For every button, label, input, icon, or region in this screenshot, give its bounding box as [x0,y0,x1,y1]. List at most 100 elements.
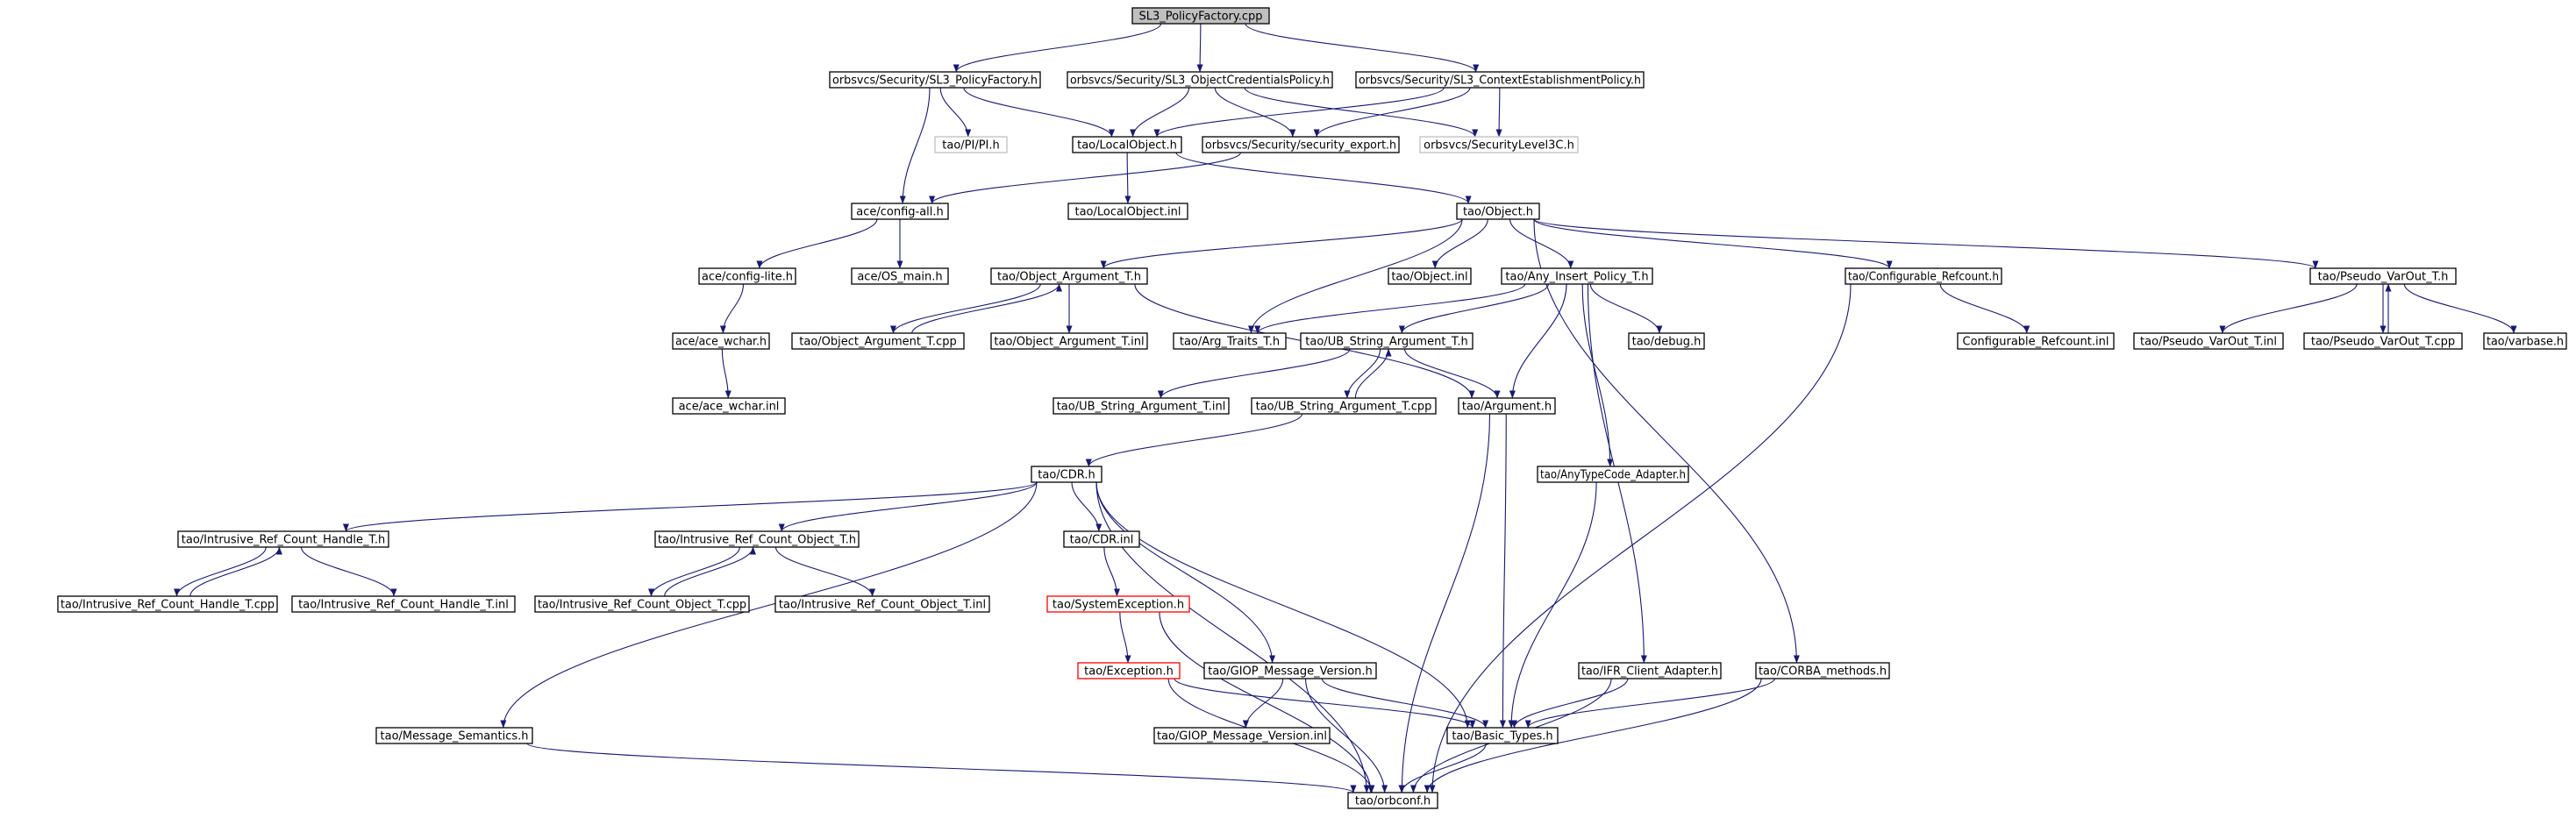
edge-ocp_h-to-localobj_h [1130,87,1190,138]
node-os-main[interactable]: ace/OS_main.h [851,267,949,285]
edge-ubstr_cpp-to-ubstr_h [1354,348,1392,399]
node-irco-inl[interactable]: tao/Intrusive_Ref_Count_Object_T.inl [774,595,990,613]
node-irch-cpp[interactable]: tao/Intrusive_Ref_Count_Handle_T.cpp [57,595,278,613]
node-pvo-inl[interactable]: tao/Pseudo_VarOut_T.inl [2133,332,2284,350]
edge-irco_h-to-irco_cpp [648,546,740,597]
node-objarg-inl[interactable]: tao/Object_Argument_T.inl [990,332,1148,350]
node-pf-h[interactable]: orbsvcs/Security/SL3_PolicyFactory.h [829,71,1041,89]
edge-ifr-to-basic [1510,678,1629,729]
node-label: tao/Intrusive_Ref_Count_Object_T.cpp [538,599,746,612]
node-ubstr-cpp[interactable]: tao/UB_String_Argument_T.cpp [1251,397,1437,415]
edge-confref_h-to-confref_inl [1939,283,2030,334]
node-argtraits[interactable]: tao/Arg_Traits_T.h [1173,332,1287,350]
node-box [654,530,860,548]
node-box [1628,332,1705,350]
node-anytc[interactable]: tao/AnyTypeCode_Adapter.h [1537,466,1689,483]
edge-pf_h-to-config_all [899,87,931,204]
node-box [1203,662,1377,679]
node-label: tao/AnyTypeCode_Adapter.h [1540,469,1686,482]
node-irch-h[interactable]: tao/Intrusive_Ref_Count_Handle_T.h [177,530,389,548]
node-ace-wchar-inl[interactable]: ace/ace_wchar.inl [672,397,786,415]
node-ubstr-h[interactable]: tao/UB_String_Argument_T.h [1300,332,1474,350]
node-label: tao/Intrusive_Ref_Count_Handle_T.cpp [61,599,275,612]
edge-config_lite-to-ace_wchar [719,283,745,334]
node-giop-h[interactable]: tao/GIOP_Message_Version.h [1203,662,1377,679]
node-debug-h[interactable]: tao/debug.h [1628,332,1705,350]
node-pvo-h[interactable]: tao/Pseudo_VarOut_T.h [2309,267,2457,285]
node-corba-m[interactable]: tao/CORBA_methods.h [1755,662,1890,679]
node-config-lite[interactable]: ace/config-lite.h [698,267,796,285]
node-objarg-h[interactable]: tao/Object_Argument_T.h [990,267,1148,285]
node-box [1202,136,1400,153]
edge-irch_cpp-to-irch_h [189,546,282,597]
edge-objarg_cpp-to-objarg_h [911,283,1062,334]
node-box [1173,332,1287,350]
node-localobj-h[interactable]: tao/LocalObject.h [1072,136,1182,153]
edge-root-to-pf_h [953,23,1162,73]
node-label: tao/Argument.h [1462,401,1552,414]
node-box [698,267,796,285]
node-confref-h[interactable]: tao/Configurable_Refcount.h [1845,267,2002,285]
node-seclevel-h[interactable]: orbsvcs/SecurityLevel3C.h [1419,136,1579,153]
node-irco-h[interactable]: tao/Intrusive_Ref_Count_Object_T.h [654,530,860,548]
node-box [291,595,516,613]
node-label: tao/varbase.h [2487,336,2564,349]
node-ubstr-inl[interactable]: tao/UB_String_Argument_T.inl [1053,397,1230,415]
node-root[interactable]: SL3_PolicyFactory.cpp [1131,7,1270,25]
node-ace-wchar[interactable]: ace/ace_wchar.h [672,332,770,350]
node-secexport-h[interactable]: orbsvcs/Security/security_export.h [1202,136,1400,153]
node-cdr-h[interactable]: tao/CDR.h [1031,466,1102,483]
node-ifr[interactable]: tao/IFR_Client_Adapter.h [1578,662,1722,679]
node-label: Configurable_Refcount.inl [1963,336,2109,349]
node-box [1388,267,1472,285]
node-object-h[interactable]: tao/Object.h [1456,203,1540,220]
node-cdr-inl[interactable]: tao/CDR.inl [1063,530,1140,548]
node-label: ace/OS_main.h [857,271,942,284]
node-label: tao/UB_String_Argument_T.cpp [1256,401,1432,414]
node-object-inl[interactable]: tao/Object.inl [1388,267,1472,285]
node-config-all[interactable]: ace/config-all.h [851,203,949,220]
node-box [1578,662,1722,679]
node-label: tao/PI/PI.h [942,139,1000,153]
node-pi-h[interactable]: tao/PI/PI.h [934,136,1008,153]
node-box [2309,267,2457,285]
edge-object_h-to-argtraits [1248,218,1463,334]
node-box [1153,727,1331,744]
node-varbase[interactable]: tao/varbase.h [2483,332,2567,350]
node-confref-inl[interactable]: Configurable_Refcount.inl [1957,332,2115,350]
node-exception[interactable]: tao/Exception.h [1077,662,1181,679]
node-ocp-h[interactable]: orbsvcs/Security/SL3_ObjectCredentialsPo… [1067,71,1333,89]
node-label: tao/Pseudo_VarOut_T.cpp [2311,336,2455,349]
node-box [1077,662,1181,679]
node-label: tao/Intrusive_Ref_Count_Handle_T.inl [298,599,509,612]
node-objarg-cpp[interactable]: tao/Object_Argument_T.cpp [791,332,965,350]
edge-irco_cpp-to-irco_h [664,546,756,597]
edge-anyins_h-to-argtraits [1254,283,1526,334]
node-argument-h[interactable]: tao/Argument.h [1458,397,1556,415]
edge-layer [174,23,2517,793]
node-label: orbsvcs/Security/SL3_ContextEstablishmen… [1359,75,1641,88]
node-box [1355,71,1645,89]
node-giop-inl[interactable]: tao/GIOP_Message_Version.inl [1153,727,1331,744]
node-label: tao/GIOP_Message_Version.h [1208,665,1373,679]
node-basic[interactable]: tao/Basic_Types.h [1446,727,1559,744]
edge-object_h-to-objarg_h [1100,218,1463,269]
edge-cdr_h-to-orbconf [1095,481,1370,793]
node-sysexc[interactable]: tao/SystemException.h [1046,595,1190,613]
node-pvo-cpp[interactable]: tao/Pseudo_VarOut_T.cpp [2303,332,2463,350]
edge-ocp_h-to-secexport_h [1214,87,1296,138]
node-irch-inl[interactable]: tao/Intrusive_Ref_Count_Handle_T.inl [291,595,516,613]
node-msgsem[interactable]: tao/Message_Semantics.h [375,727,533,744]
node-localobj-inl[interactable]: tao/LocalObject.inl [1067,203,1188,220]
node-cep-h[interactable]: orbsvcs/Security/SL3_ContextEstablishmen… [1355,71,1645,89]
node-label: orbsvcs/Security/SL3_ObjectCredentialsPo… [1070,75,1330,88]
node-label: tao/Object.inl [1391,271,1467,284]
edge-giop_h-to-giop_inl [1242,678,1284,729]
edge-object_h-to-confref_h [1533,218,1893,269]
node-irco-cpp[interactable]: tao/Intrusive_Ref_Count_Object_T.cpp [534,595,750,613]
edge-ubstr_cpp-to-cdr_h [1085,413,1303,467]
node-box [1046,595,1190,613]
node-anyins-h[interactable]: tao/Any_Insert_Policy_T.h [1501,267,1653,285]
node-orbconf[interactable]: tao/orbconf.h [1347,792,1438,809]
